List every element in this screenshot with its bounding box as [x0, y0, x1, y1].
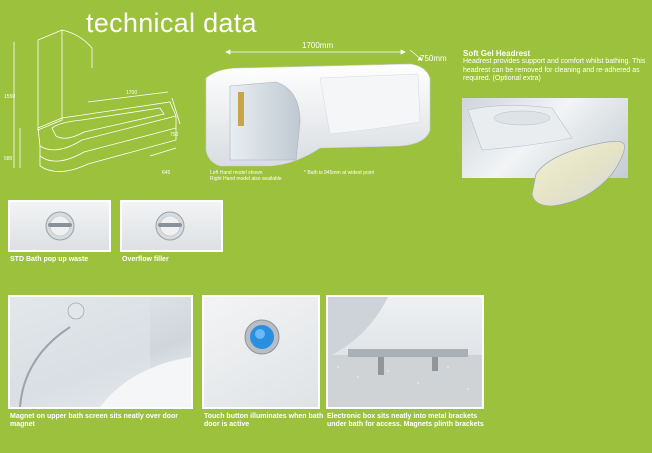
- thumb-caption-waste: STD Bath pop up waste: [10, 256, 89, 263]
- feature-caption-touch-button: Touch button illuminates when bath door …: [204, 413, 324, 428]
- gel-pad-image: [528, 134, 628, 210]
- bath-outline-drawing: [13, 29, 181, 172]
- model-note-line1: Left Hand model shown: [210, 170, 263, 176]
- dim-width: 750: [170, 132, 179, 138]
- pop-up-waste-photo: [8, 200, 111, 252]
- technical-line-drawing: 1550 580 1700 750 645: [0, 28, 200, 188]
- headrest-heading: Soft Gel Headrest: [463, 49, 531, 58]
- widest-point-note: * Bath is 945mm at widest point: [304, 170, 375, 176]
- dim-height-bath: 580: [4, 156, 13, 162]
- thumb-caption-overflow: Overflow filler: [122, 256, 169, 263]
- touch-button-photo: [202, 295, 320, 409]
- feature-caption-magnet: Magnet on upper bath screen sits neatly …: [10, 413, 179, 428]
- bath-render: [205, 49, 431, 167]
- dim-length: 1700: [126, 90, 138, 96]
- page-title: technical data: [86, 8, 257, 38]
- bath-render-area: 1700mm 750mm Left Hand model shown Right…: [200, 38, 460, 188]
- magnet-screen-photo: [8, 295, 193, 409]
- dim-height-total: 1550: [4, 94, 16, 100]
- model-note-line2: Right Hand model also available: [210, 176, 282, 182]
- gel-pad-shape: [531, 141, 625, 207]
- screen-magnet-illustration: [10, 297, 191, 407]
- feature-caption-electronic-box: Electronic box sits neatly into metal br…: [327, 413, 484, 428]
- width-label: 750mm: [420, 54, 447, 63]
- overflow-filler-photo: [120, 200, 223, 252]
- electronic-box-illustration: [328, 297, 482, 407]
- touch-button-illustration: [244, 319, 280, 355]
- headrest-description: Headrest provides support and comfort wh…: [463, 58, 646, 83]
- headrest-illustration: [467, 105, 573, 151]
- dim-width-small: 645: [162, 170, 171, 176]
- electronic-box-photo: [326, 295, 484, 409]
- overflow-filler-icon: [155, 211, 185, 241]
- length-label: 1700mm: [302, 41, 334, 50]
- waste-plug-icon: [45, 211, 75, 241]
